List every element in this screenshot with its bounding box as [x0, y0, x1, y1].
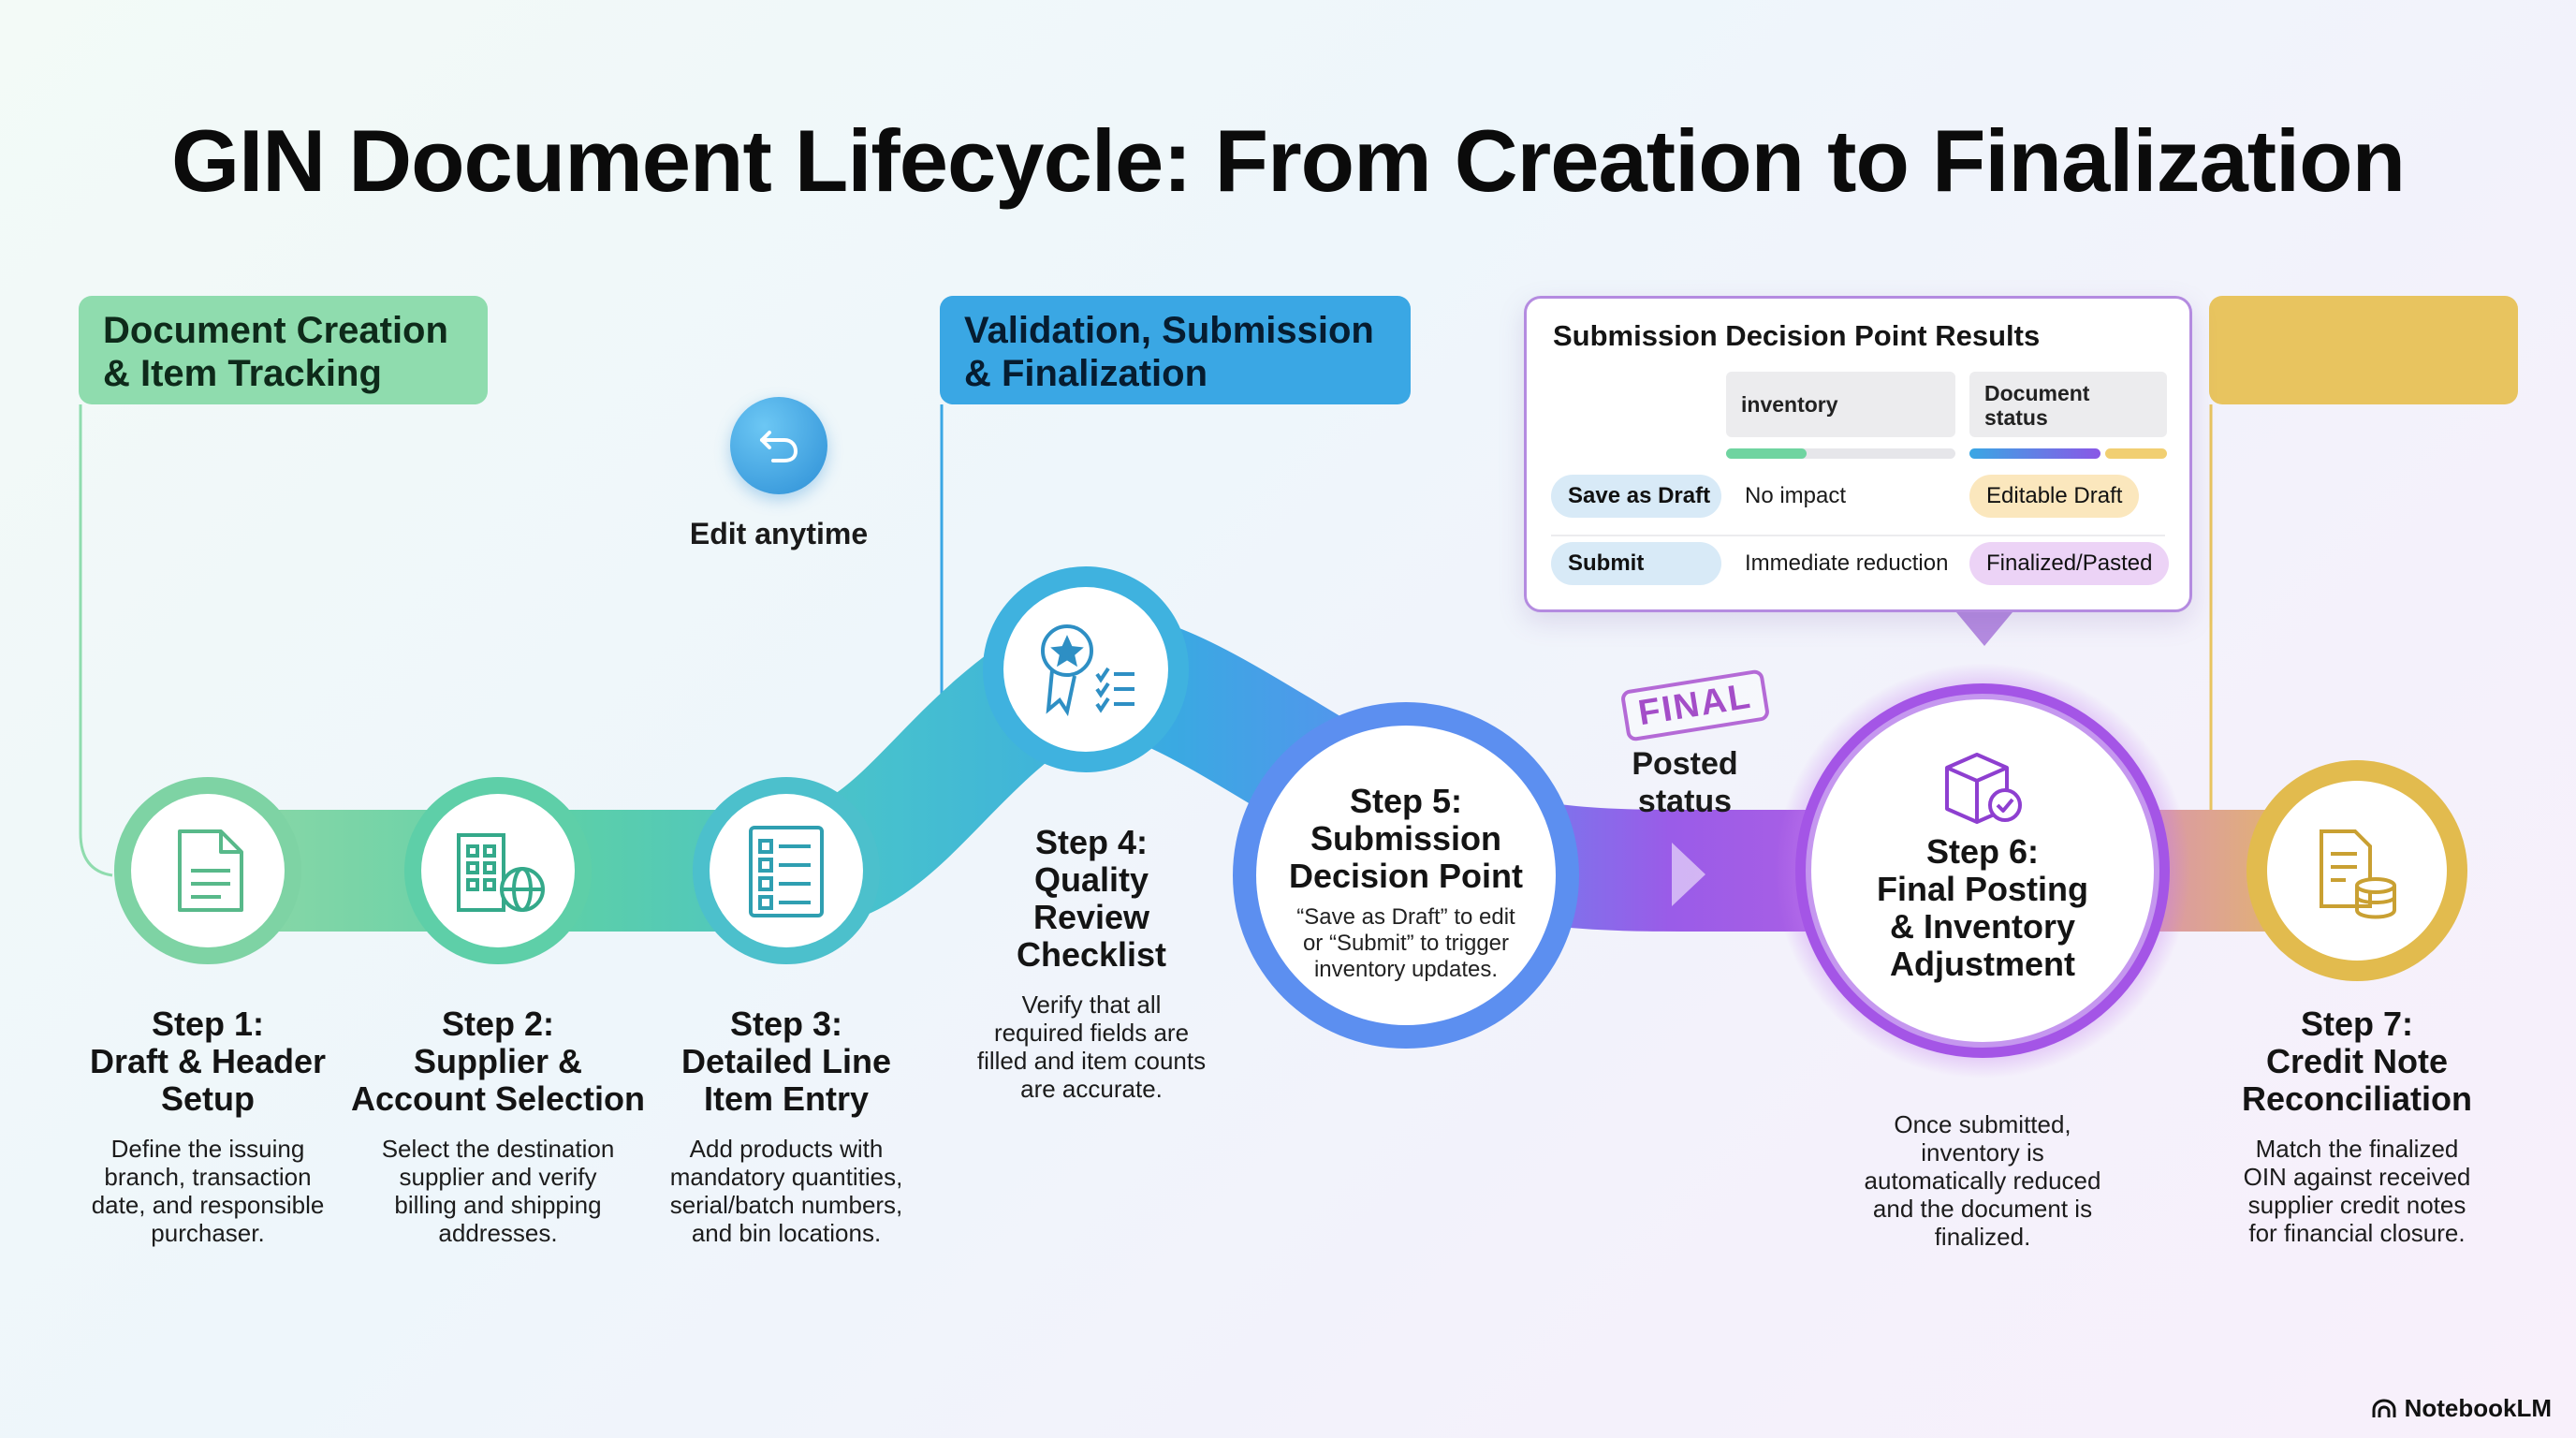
step-6-text: Step 6: Final Posting & Inventory Adjust…: [1842, 833, 2123, 983]
checklist-icon: [749, 826, 824, 917]
notebooklm-icon: [2372, 1398, 2396, 1417]
step-4-node: [983, 566, 1189, 772]
page-title: GIN Document Lifecycle: From Creation to…: [170, 111, 2406, 210]
package-check-icon: [1945, 753, 2022, 824]
step-3-title: Step 3: Detailed Line Item Entry: [681, 1005, 892, 1118]
step-6-desc: Once submitted, inventory is automatical…: [1864, 1110, 2101, 1251]
status-bar-gold: [2105, 448, 2167, 459]
step-7-node: [2247, 760, 2467, 981]
building-globe-icon: [457, 833, 545, 912]
undo-arrow-icon: [730, 397, 827, 494]
step-7-text: Step 7: Credit Note Reconciliation Match…: [2207, 1005, 2507, 1248]
phase-label-creation: Document Creation & Item Tracking: [79, 296, 488, 404]
column-header-inventory: inventory: [1726, 372, 1955, 437]
step-1-desc: Define the issuing branch, transaction d…: [91, 1135, 325, 1247]
step-4-title: Step 4: Quality Review Checklist: [1016, 823, 1167, 974]
brand-name: NotebookLM: [2404, 1394, 2552, 1422]
row-inventory-save-as-draft: No impact: [1745, 483, 1847, 508]
step-6-desc-block: Once submitted, inventory is automatical…: [1833, 1110, 2132, 1251]
step-5-desc: “Save as Draft” to edit or “Submit” to t…: [1296, 904, 1515, 982]
step-6-title: Step 6: Final Posting & Inventory Adjust…: [1876, 832, 2088, 983]
phase-1-connector: [79, 404, 113, 877]
row-label-submit: Submit: [1551, 542, 1721, 585]
card-title: Submission Decision Point Results: [1553, 319, 2041, 352]
posted-status-label: Posted status: [1632, 746, 1738, 819]
step-5-title: Step 5: Submission Decision Point: [1288, 782, 1524, 895]
step-3-node: [693, 777, 880, 964]
step-4-desc: Verify that all required fields are fill…: [976, 990, 1207, 1103]
flow-arrow-icon: [1672, 843, 1705, 906]
award-checklist-icon: [1041, 624, 1134, 717]
step-2-text: Step 2: Supplier & Account Selection Sel…: [348, 1005, 648, 1248]
decision-results-card: Submission Decision Point Results invent…: [1524, 296, 2192, 612]
row-label-save-as-draft: Save as Draft: [1551, 475, 1721, 518]
card-pointer: [1956, 612, 2012, 646]
phase-label-validation: Validation, Submission & Finalization: [940, 296, 1411, 404]
step-2-title: Step 2: Supplier & Account Selection: [350, 1005, 646, 1118]
step-1-title: Step 1: Draft & Header Setup: [89, 1005, 327, 1118]
step-7-desc: Match the finalized OIN against received…: [2243, 1135, 2471, 1247]
status-badge-finalized: Finalized/Pasted: [1969, 542, 2170, 585]
step-2-node: [404, 777, 592, 964]
step-4-text: Step 4: Quality Review Checklist Verify …: [942, 823, 1241, 1104]
row-divider: [1551, 535, 2165, 536]
phase-label-reconciliation: [2209, 296, 2518, 404]
edit-anytime: Edit anytime: [666, 397, 891, 551]
step-7-title: Step 7: Credit Note Reconciliation: [2241, 1005, 2473, 1118]
edit-anytime-label: Edit anytime: [689, 517, 869, 550]
inventory-bar-track: [1726, 448, 1955, 459]
step-3-desc: Add products with mandatory quantities, …: [669, 1135, 903, 1247]
step-5-text: Step 5: Submission Decision Point “Save …: [1266, 783, 1546, 983]
brand-logo: NotebookLM: [2371, 1394, 2552, 1423]
status-bar-blue: [1969, 448, 2100, 459]
invoice-coins-icon: [2320, 829, 2396, 919]
step-2-desc: Select the destination supplier and veri…: [381, 1135, 615, 1247]
status-badge-editable-draft: Editable Draft: [1969, 475, 2140, 518]
step-3-text: Step 3: Detailed Line Item Entry Add pro…: [637, 1005, 936, 1248]
column-header-document-status: Document status: [1969, 372, 2167, 437]
document-icon: [178, 829, 243, 912]
inventory-bar-fill: [1726, 448, 1807, 459]
step-5-node: [1233, 702, 1579, 1049]
step-1-text: Step 1: Draft & Header Setup Define the …: [58, 1005, 358, 1248]
step-6-node: [1775, 663, 2190, 1078]
row-inventory-submit: Immediate reduction: [1745, 550, 1949, 576]
